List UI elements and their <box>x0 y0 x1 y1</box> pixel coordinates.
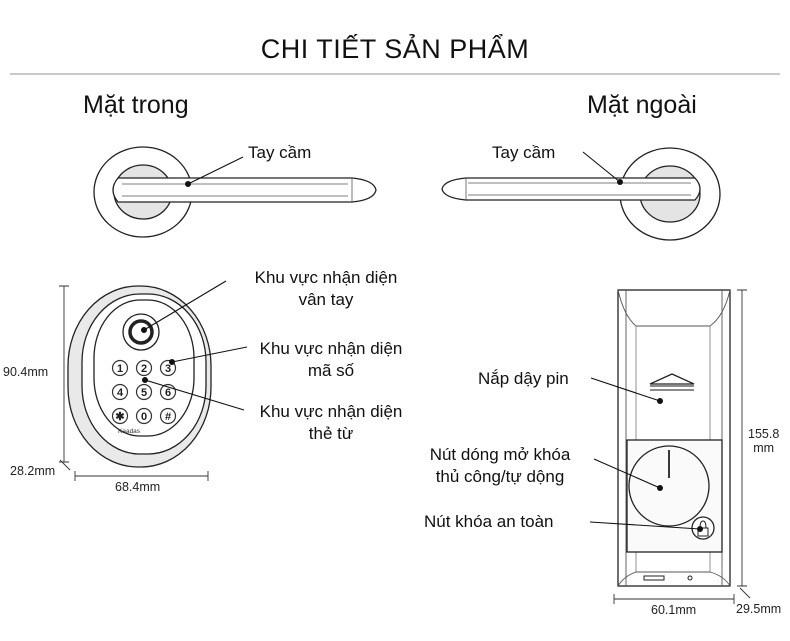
fingerprint-label: Khu vực nhận diện vân tay <box>236 267 416 311</box>
knob-label-line1: Nút dóng mở khóa <box>429 445 571 464</box>
code-label-line1: Khu vực nhận diện <box>259 339 403 358</box>
inner-height-dim: 90.4mm <box>3 365 49 379</box>
inner-leaders <box>143 156 248 411</box>
inner-heading: Mặt trong <box>83 91 189 119</box>
inner-depth-dim: 28.2mm <box>10 464 56 478</box>
inner-keypad-drawing <box>67 285 212 468</box>
inner-handle-label: Tay cầm <box>248 143 312 162</box>
outer-dimensions <box>613 289 751 604</box>
knob-label: Nút dóng mở khóa thủ công/tự dộng <box>410 444 590 488</box>
title-divider <box>10 73 780 75</box>
outer-heading: Mặt ngoài <box>587 91 697 119</box>
key-6: 6 <box>165 387 171 399</box>
key-5: 5 <box>141 387 147 399</box>
key-hash: # <box>165 411 171 423</box>
card-label-line1: Khu vực nhận diện <box>259 402 403 421</box>
outer-height-dim-value: 155.8 <box>748 427 780 441</box>
key-star: ✱ <box>115 411 124 423</box>
page-title: CHI TIẾT SẢN PHẨM <box>260 34 530 64</box>
code-label-line2: mã số <box>307 361 355 380</box>
safety-lock-label: Nút khóa an toàn <box>424 512 554 531</box>
key-1: 1 <box>117 363 123 375</box>
fingerprint-label-line2: vân tay <box>298 290 354 309</box>
brand-mark: Kaadas <box>118 428 141 435</box>
outer-body-drawing <box>617 289 731 587</box>
outer-width-dim: 60.1mm <box>651 603 697 617</box>
outer-leaders <box>582 151 701 530</box>
outer-handle-drawing <box>441 147 721 241</box>
inner-handle-drawing <box>93 146 377 238</box>
key-2: 2 <box>141 363 147 375</box>
key-3: 3 <box>165 363 171 375</box>
card-label: Khu vực nhận diện thẻ từ <box>241 401 421 445</box>
outer-handle-label: Tay cầm <box>492 143 556 162</box>
card-label-line2: thẻ từ <box>308 424 354 443</box>
key-0: 0 <box>141 411 147 423</box>
inner-width-dim: 68.4mm <box>115 480 161 494</box>
key-4: 4 <box>117 387 124 399</box>
keypad-keys <box>111 359 177 425</box>
outer-height-dim: 155.8 mm <box>748 427 779 455</box>
code-label: Khu vực nhận diện mã số <box>241 338 421 382</box>
keypad-glyphs: 1 2 3 4 5 6 ✱ 0 # <box>115 363 171 423</box>
outer-height-dim-unit: mm <box>753 441 775 455</box>
outer-depth-dim: 29.5mm <box>736 602 782 616</box>
knob-label-line2: thủ công/tự dộng <box>435 467 565 486</box>
fingerprint-label-line1: Khu vực nhận diện <box>254 268 398 287</box>
battery-cover-label: Nắp dậy pin <box>478 369 569 388</box>
inner-dimensions <box>59 285 209 481</box>
